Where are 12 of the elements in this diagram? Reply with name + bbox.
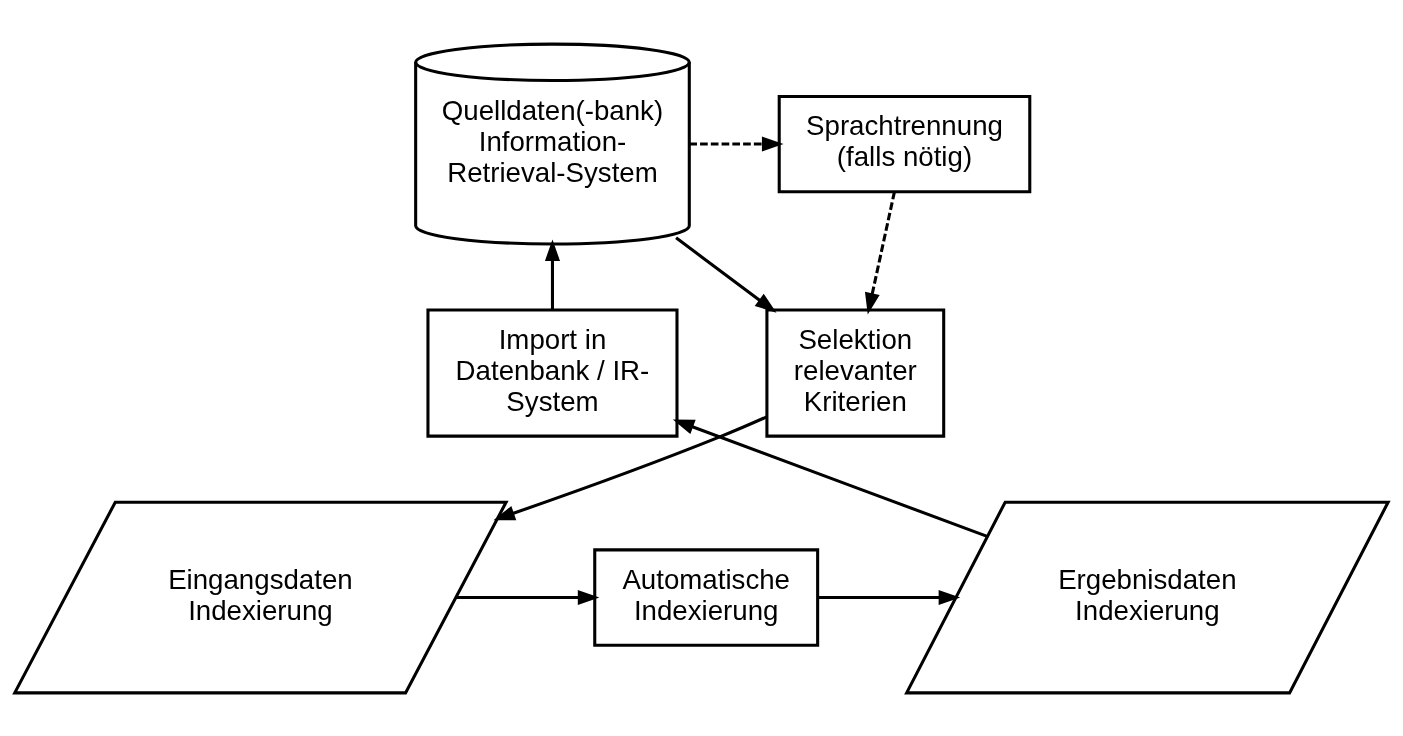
arrow [544, 238, 561, 310]
arrow [689, 136, 784, 152]
arrow [864, 191, 896, 314]
arrow [455, 589, 600, 605]
node-box: Sprachtrennung (falls nötig) [777, 94, 1032, 193]
arrow [672, 418, 988, 538]
arrow [493, 414, 768, 520]
node-box: Selektion relevanter Kriterien [765, 308, 946, 438]
arrow [675, 236, 777, 313]
node-box: Import in Datenbank / IR-System [426, 308, 679, 438]
arrow [817, 589, 961, 605]
node-box: Automatische Indexierung [593, 547, 820, 647]
